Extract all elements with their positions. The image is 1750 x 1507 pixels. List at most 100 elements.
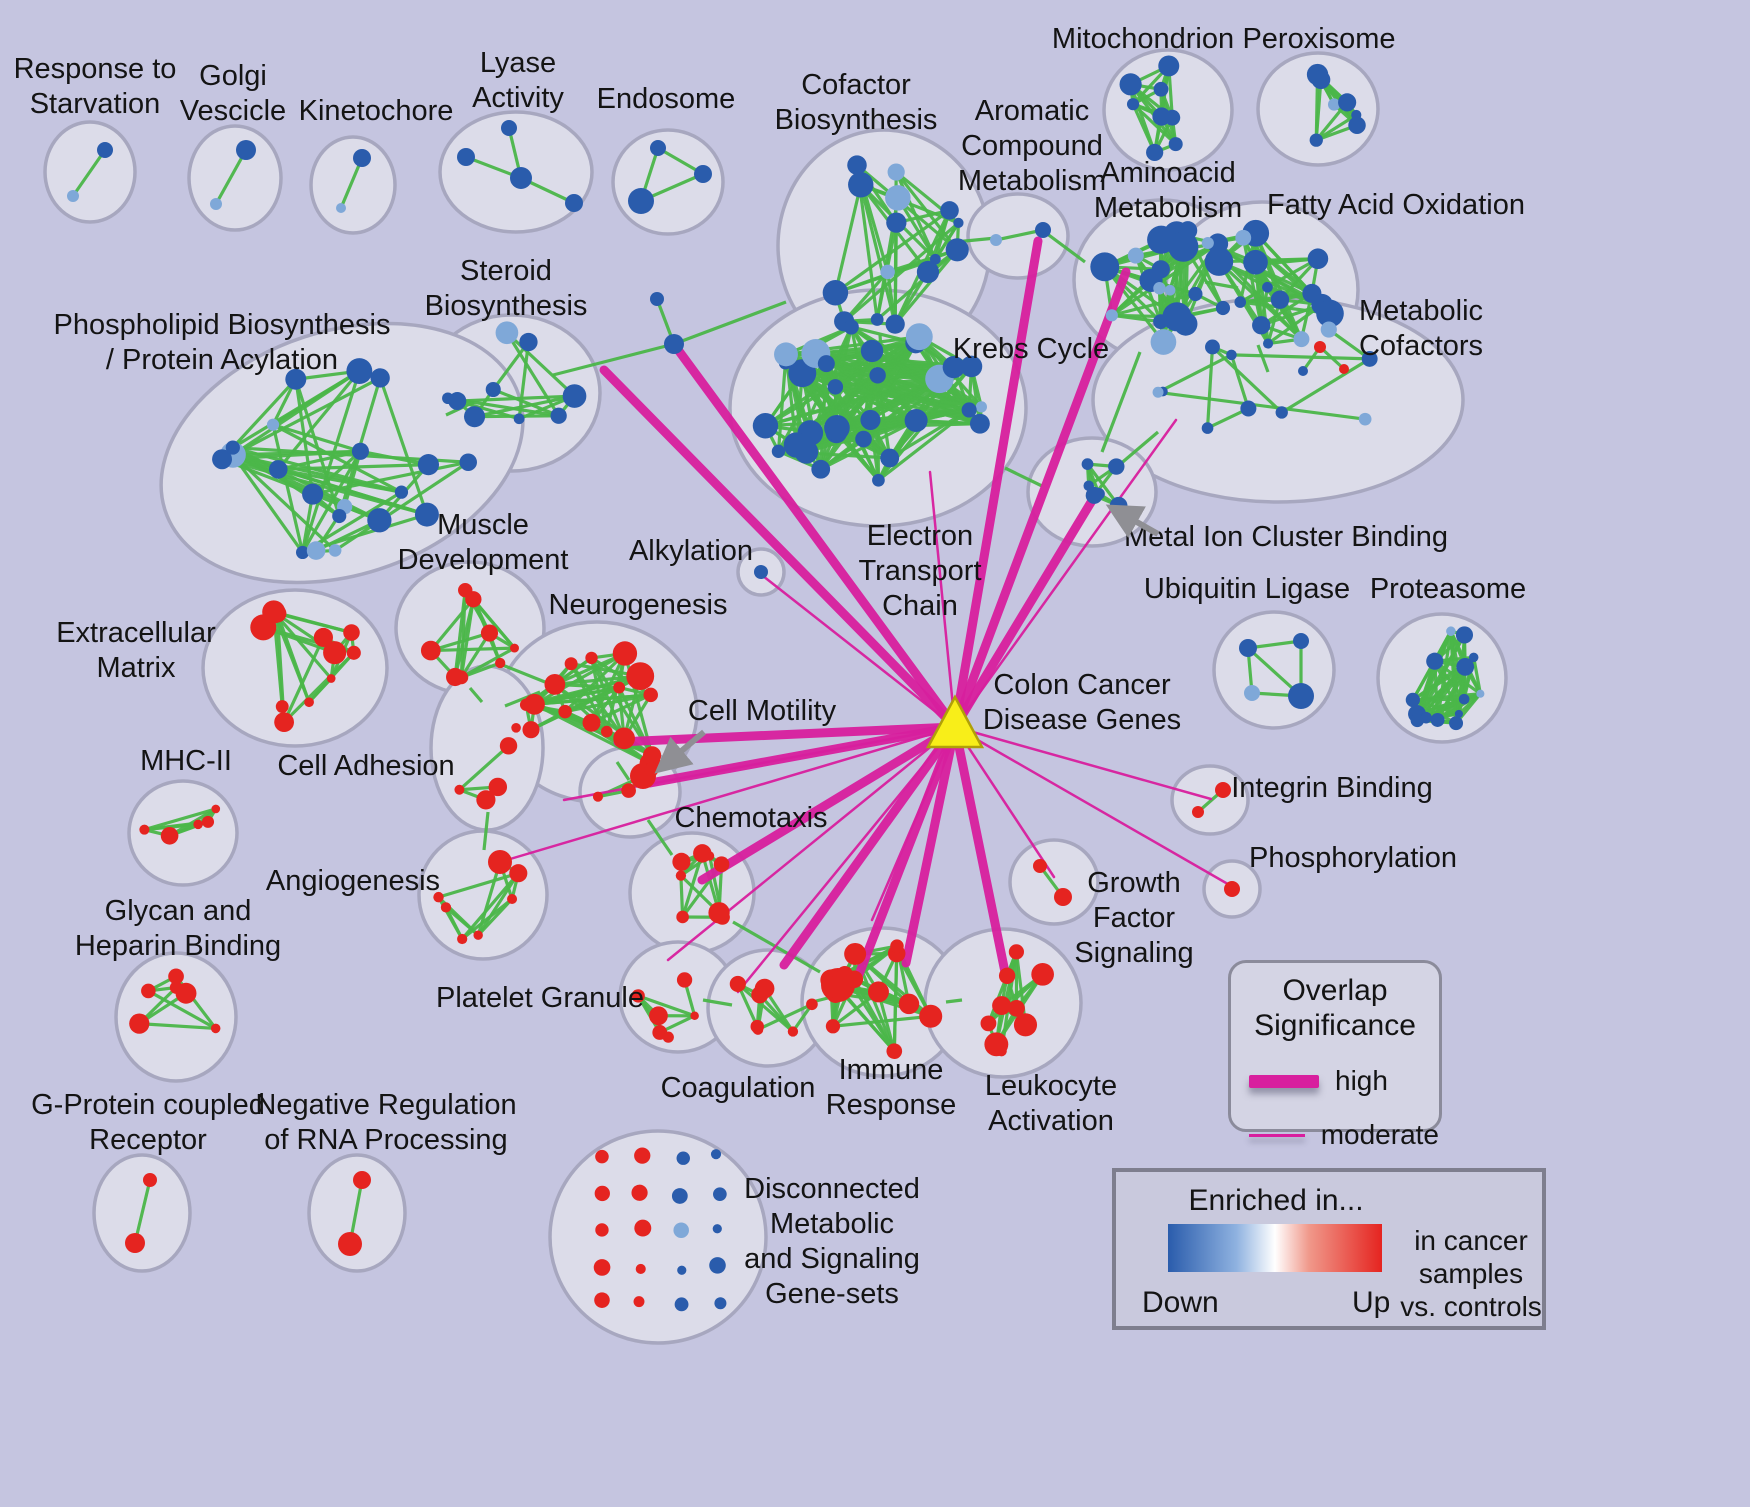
label-endosome: Endosome — [597, 83, 736, 115]
aminoacid-metabolism-node — [1162, 302, 1192, 332]
inter-cluster-edge — [499, 662, 546, 684]
muscle-development-node — [446, 667, 465, 687]
fatty-acid-oxidation-node — [1307, 248, 1329, 270]
electron-transport-chain-node — [811, 459, 831, 479]
enriched-in-legend: Enriched in... Down Up in cancer samples… — [1112, 1168, 1546, 1330]
electron-transport-chain-node — [872, 473, 885, 487]
inter-cluster-edge — [646, 819, 674, 856]
mitochondrion-node — [1126, 98, 1140, 111]
immune-response-node — [886, 1043, 903, 1059]
kinetochore-edge — [339, 157, 364, 209]
cofactor-biosynthesis-edge — [893, 248, 959, 326]
metabolic-cofactors-red-node — [1298, 366, 1308, 376]
cluster-bubble-growth-factor-signaling — [1008, 838, 1100, 926]
phospholipid-biosynthesis-edge — [271, 424, 305, 553]
ubiquitin-ligase-node — [1293, 633, 1309, 649]
cell-adhesion-node — [488, 777, 508, 797]
leukocyte-activation-node — [992, 996, 1012, 1016]
phospholipid-biosynthesis-edge — [232, 446, 402, 494]
aminoacid-metabolism-node — [1090, 252, 1120, 282]
overlap-edge-moderate — [761, 574, 957, 729]
phospholipid-biosynthesis-edge — [272, 423, 361, 453]
label-phosphorylation: Phosphorylation — [1249, 842, 1457, 874]
fatty-acid-oxidation-node — [1262, 281, 1273, 293]
electron-transport-chain-node — [860, 409, 881, 430]
steroid-biosynthesis-node — [485, 381, 501, 398]
neurogenesis-node — [612, 641, 638, 666]
coagulation-node — [806, 998, 818, 1011]
overlap-significance-legend: Overlap Significance high moderate — [1228, 960, 1442, 1150]
neurogenesis-node — [600, 725, 613, 738]
neurogenesis-node — [544, 674, 566, 695]
angiogenesis-edge — [461, 897, 514, 941]
enriched-note-line3: vs. controls — [1400, 1291, 1542, 1322]
electron-transport-chain-node — [960, 355, 983, 378]
peroxisome-node — [1311, 70, 1331, 90]
high-significance-row: high — [1231, 1065, 1439, 1097]
leukocyte-activation-node — [998, 967, 1016, 984]
extracellular-matrix-node — [346, 645, 361, 660]
aromatic-compound-metabolism-node — [1035, 222, 1051, 238]
mitochondrion-node — [1158, 55, 1180, 77]
cell-adhesion-node — [499, 737, 518, 755]
cluster-bubble-kinetochore — [309, 135, 397, 235]
overlap-edge-moderate — [953, 725, 1056, 879]
proteasome-node — [1455, 626, 1474, 644]
mhc-ii-node — [201, 815, 215, 828]
phospholipid-biosynthesis-node — [212, 449, 233, 470]
phospholipid-biosynthesis-node — [414, 502, 439, 527]
muscle-development-node — [495, 657, 506, 669]
overlap-edge-high — [950, 722, 1011, 982]
aminoacid-metabolism-node — [1178, 221, 1198, 240]
immune-response-edge — [832, 1014, 931, 1028]
disconnected-gene-sets-node — [712, 1224, 722, 1234]
chemotaxis-node — [708, 902, 730, 924]
platelet-granule-node — [690, 1011, 699, 1021]
label-alkylation: Alkylation — [629, 535, 753, 567]
electron-transport-chain-node — [880, 448, 900, 468]
phospholipid-biosynthesis-node — [328, 544, 342, 557]
muscle-development-node — [510, 643, 519, 653]
phosphorylation-node — [1224, 881, 1240, 897]
proteasome-node — [1410, 713, 1425, 728]
chemotaxis-edge — [681, 852, 704, 918]
metal-ion-cluster-binding-node — [1081, 458, 1094, 471]
proteasome-edge — [1457, 692, 1482, 716]
neurogenesis-node — [613, 681, 626, 694]
phospholipid-biosynthesis-edge — [301, 370, 361, 553]
cofactor-biosynthesis-node — [930, 253, 941, 265]
disconnected-gene-sets-node — [595, 1223, 609, 1237]
glycan-heparin-binding-node — [129, 1013, 150, 1034]
golgi-vescicle-node — [236, 140, 256, 160]
steroid-biosynthesis-node — [464, 406, 486, 428]
proteasome-edge — [1412, 698, 1460, 716]
proteasome-node — [1468, 652, 1479, 663]
extracellular-matrix-node — [323, 641, 347, 665]
electron-transport-chain-node — [827, 379, 844, 395]
phospholipid-biosynthesis-node — [266, 418, 280, 431]
proteasome-node — [1430, 713, 1445, 727]
angiogenesis-node — [440, 902, 452, 913]
electron-transport-chain-node — [869, 367, 886, 384]
immune-response-node — [919, 1004, 943, 1028]
enrichment-gradient-bar — [1168, 1224, 1382, 1272]
phospholipid-biosynthesis-edge — [378, 377, 429, 516]
proteasome-node — [1405, 692, 1420, 708]
kinetochore-node — [336, 203, 346, 213]
electron-transport-chain-edge — [834, 335, 921, 389]
proteasome-edge — [1412, 698, 1457, 725]
label-ubiquitin-ligase: Ubiquitin Ligase — [1144, 573, 1350, 605]
phospholipid-biosynthesis-node — [302, 483, 324, 505]
phospholipid-biosynthesis-edge — [231, 453, 304, 554]
glycan-heparin-binding-node — [210, 1023, 221, 1034]
extracellular-matrix-edge — [272, 610, 333, 680]
enriched-legend-title: Enriched in... — [1188, 1184, 1364, 1217]
electron-transport-chain-edge — [825, 362, 982, 409]
moderate-significance-label: moderate — [1320, 1119, 1439, 1150]
electron-transport-chain-node — [843, 319, 859, 335]
immune-response-node — [836, 965, 853, 982]
negative-regulation-rna-node — [353, 1171, 371, 1189]
